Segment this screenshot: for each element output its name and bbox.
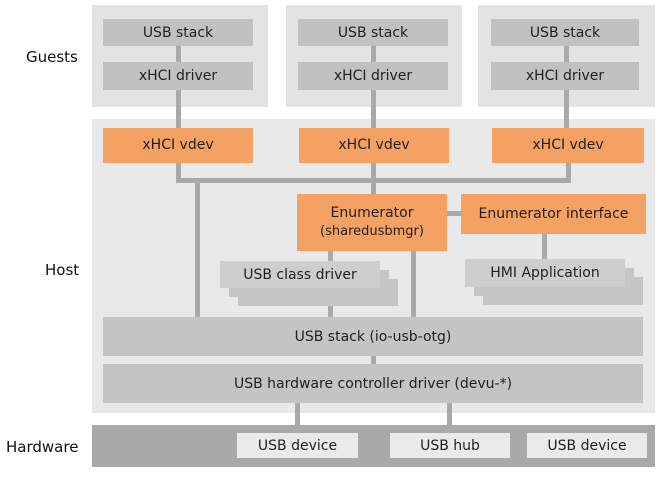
connector-vdev1-bus: [176, 163, 181, 183]
connector-guest3-driver-vdev: [564, 90, 569, 128]
xhci-vdev-box-1: xHCI vdev: [103, 128, 253, 163]
connector-vdev-bus: [176, 178, 571, 183]
connector-bus-usb-stack-bar: [195, 183, 200, 317]
connector-guest3-stack-driver: [564, 46, 569, 62]
hmi-application-box: HMI Application: [465, 259, 625, 287]
enumerator-box: Enumerator (sharedusbmgr): [297, 194, 447, 251]
connector-guest1-stack-driver: [176, 46, 181, 62]
usb-hw-controller-bar: USB hardware controller driver (devu-*): [103, 364, 643, 403]
connector-enumerator-interface: [447, 211, 461, 216]
guest2-xhci-driver-box: xHCI driver: [298, 62, 448, 90]
connector-hub-usb-device2: [510, 443, 527, 448]
xhci-vdev-box-3: xHCI vdev: [492, 128, 644, 163]
guest1-xhci-driver-box: xHCI driver: [103, 62, 253, 90]
connector-usb-stack-hw-controller: [371, 356, 376, 364]
host-label: Host: [45, 261, 80, 279]
guest2-usb-stack-box: USB stack: [298, 19, 448, 46]
connector-controller-usb-device1: [295, 403, 300, 433]
connector-guest1-driver-vdev: [176, 90, 181, 128]
guest3-xhci-driver-box: xHCI driver: [491, 62, 639, 90]
connector-controller-usb-hub: [447, 403, 452, 433]
connector-enumerator-class-driver: [328, 251, 333, 262]
guests-label: Guests: [26, 48, 78, 66]
usb-device-box-2: USB device: [527, 433, 647, 458]
usb-class-driver-box: USB class driver: [220, 261, 380, 288]
connector-guest2-driver-vdev: [371, 90, 376, 128]
enumerator-interface-box: Enumerator interface: [461, 194, 646, 234]
connector-enumerator-usb-stack-bar: [411, 251, 416, 317]
guest1-usb-stack-box: USB stack: [103, 19, 253, 46]
usb-hub-box: USB hub: [390, 433, 510, 458]
hardware-label: Hardware: [6, 438, 79, 456]
enumerator-label: Enumerator: [330, 205, 414, 222]
enumerator-sublabel: (sharedusbmgr): [320, 224, 424, 240]
xhci-vdev-box-2: xHCI vdev: [299, 128, 449, 163]
guest3-usb-stack-box: USB stack: [491, 19, 639, 46]
connector-vdev3-bus: [566, 163, 571, 183]
connector-interface-hmi: [542, 234, 547, 259]
usb-device-box-1: USB device: [237, 433, 358, 458]
usb-stack-bar: USB stack (io-usb-otg): [103, 317, 643, 356]
connector-guest2-stack-driver: [371, 46, 376, 62]
connector-class-driver-usb-stack-bar: [328, 305, 333, 317]
